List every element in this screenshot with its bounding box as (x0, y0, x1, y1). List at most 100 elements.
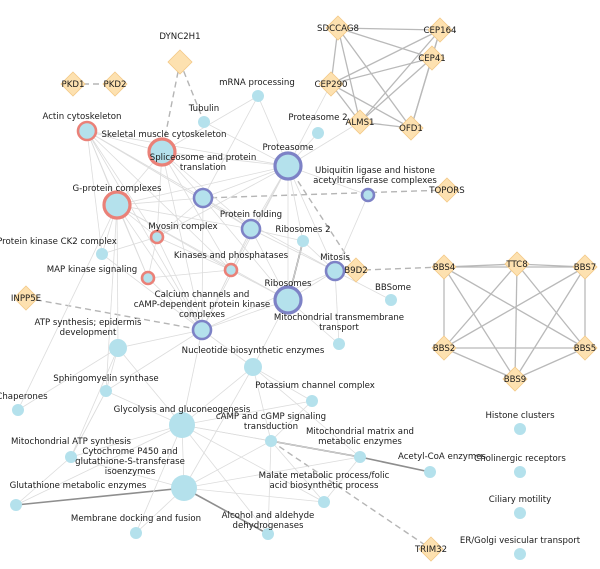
node-proteasome2[interactable]: Proteasome 2 (288, 113, 348, 139)
node-kinases[interactable]: Kinases and phosphatases (174, 251, 289, 278)
module-circle-proteasome2 (312, 127, 324, 139)
edge-folding-mitosis (250, 228, 336, 272)
edge-cep41-alms1 (359, 57, 433, 123)
node-inpp5e[interactable]: INPP5E (11, 285, 41, 311)
module-circle-sphingo (100, 385, 112, 397)
node-bbs7[interactable]: BBS7 (572, 254, 598, 280)
node-dync2h1[interactable]: DYNC2H1 (159, 32, 201, 75)
node-pkd2[interactable]: PKD2 (102, 71, 128, 97)
label-kinases: Kinases and phosphatases (174, 251, 289, 261)
node-acetyl[interactable]: Acetyl-CoA enzymes (398, 452, 487, 478)
module-circle-ribosomes (273, 285, 303, 315)
node-topors[interactable]: TOPORS (428, 177, 465, 203)
node-mitosis[interactable]: Mitosis (320, 253, 350, 282)
node-cep41[interactable]: CEP41 (418, 45, 446, 71)
node-pkck2[interactable]: Protein kinase CK2 complex (0, 237, 117, 260)
edge-cytochrome-mitomatrix (183, 456, 361, 489)
node-ttc8[interactable]: TTC8 (504, 251, 530, 277)
node-mitoatp[interactable]: Mitochondrial ATP synthesis (11, 437, 131, 463)
edge-myosin-kinases (156, 236, 232, 271)
label-myosin: Myosin complex (148, 222, 217, 232)
label-bbs4: BBS4 (433, 263, 456, 273)
edge-mitosis-bbs4 (334, 266, 445, 272)
node-membrane[interactable]: Membrane docking and fusion (71, 514, 201, 539)
edge-glycolysis-potassium (181, 400, 313, 426)
node-cep290[interactable]: CEP290 (314, 71, 348, 97)
label-cep290: CEP290 (314, 80, 347, 90)
node-myosin[interactable]: Myosin complex (148, 222, 218, 245)
module-circle-mitomatrix (354, 451, 366, 463)
node-bbs2[interactable]: BBS2 (431, 335, 457, 361)
edge-sdccag8-cep41 (337, 27, 433, 59)
node-actin[interactable]: Actin cytoskeleton (42, 112, 122, 142)
node-mapk[interactable]: MAP kinase signaling (47, 265, 156, 286)
node-nucleotide[interactable]: Nucleotide biosynthetic enzymes (182, 346, 325, 376)
node-ribosomes2[interactable]: Ribosomes 2 (275, 225, 331, 247)
gene-diamond-dync2h1 (167, 49, 193, 75)
node-glutathione[interactable]: Glutathione metabolic enzymes (10, 481, 147, 511)
node-bbsome[interactable]: BBSome (375, 283, 411, 306)
node-pkd1[interactable]: PKD1 (60, 71, 86, 97)
edge-gprotein-sphingo (105, 204, 118, 392)
module-circle-mitosis (324, 260, 346, 282)
edge-proteasome-myosin (156, 165, 289, 238)
node-glycolysis[interactable]: Glycolysis and gluconeogenesis (114, 405, 251, 438)
node-cep164[interactable]: CEP164 (423, 17, 457, 43)
label-bbsome: BBSome (375, 283, 411, 293)
node-ergolgi[interactable]: ER/Golgi vesicular transport (460, 536, 581, 560)
node-sphingo[interactable]: Sphingomyelin synthase (53, 374, 159, 397)
edge-camp-potassium (270, 400, 313, 442)
node-ofd1[interactable]: OFD1 (398, 115, 424, 141)
node-ciliary[interactable]: Ciliary motility (489, 495, 551, 519)
node-ribosomes[interactable]: Ribosomes (265, 279, 312, 315)
node-sdccag8[interactable]: SDCCAG8 (317, 15, 359, 41)
module-circle-pkck2 (96, 248, 108, 260)
node-skeletal[interactable]: Skeletal muscle cytoskeleton (102, 130, 227, 167)
node-bbs4[interactable]: BBS4 (431, 254, 457, 280)
gene-diamond-bbs4 (431, 254, 457, 280)
node-mrna[interactable]: mRNA processing (219, 78, 295, 102)
node-potassium[interactable]: Potassium channel complex (255, 381, 375, 407)
node-cholinergic[interactable]: Cholinergic receptors (474, 454, 566, 478)
node-gprotein[interactable]: G-protein complexes (73, 184, 162, 220)
edge-calcium-mapk (147, 277, 203, 331)
node-tubulin[interactable]: Tubulin (188, 104, 220, 128)
node-trim32[interactable]: TRIM32 (414, 536, 447, 562)
label-dync2h1: DYNC2H1 (159, 32, 200, 42)
edge-pkck2-calcium (101, 253, 203, 331)
node-histone[interactable]: Histone clusters (485, 411, 555, 435)
edge-layer (15, 27, 586, 550)
node-bbs9[interactable]: BBS9 (502, 366, 528, 392)
node-bbs5[interactable]: BBS5 (572, 335, 598, 361)
edge-actin-calcium (86, 130, 203, 331)
node-chaperones[interactable]: Chaperones (0, 392, 48, 416)
edge-camp-trim32 (270, 440, 432, 550)
edge-topors-spliceosome (202, 189, 448, 199)
node-alms1[interactable]: ALMS1 (345, 109, 375, 135)
edge-proteasome-gprotein (116, 165, 289, 206)
node-folding[interactable]: Protein folding (220, 210, 282, 240)
label-cholinergic: Cholinergic receptors (474, 454, 566, 464)
edge-bbs7-bbs2 (443, 266, 586, 349)
label-sdccag8: SDCCAG8 (317, 24, 359, 34)
node-b9d2[interactable]: B9D2 (343, 257, 369, 283)
node-proteasome[interactable]: Proteasome (263, 143, 314, 181)
edge-calcium-glycolysis (181, 329, 203, 426)
edge-sphingo-mitoatp (70, 390, 107, 458)
module-circle-ciliary (514, 507, 526, 519)
edge-mitomatrix-malate (323, 456, 361, 503)
